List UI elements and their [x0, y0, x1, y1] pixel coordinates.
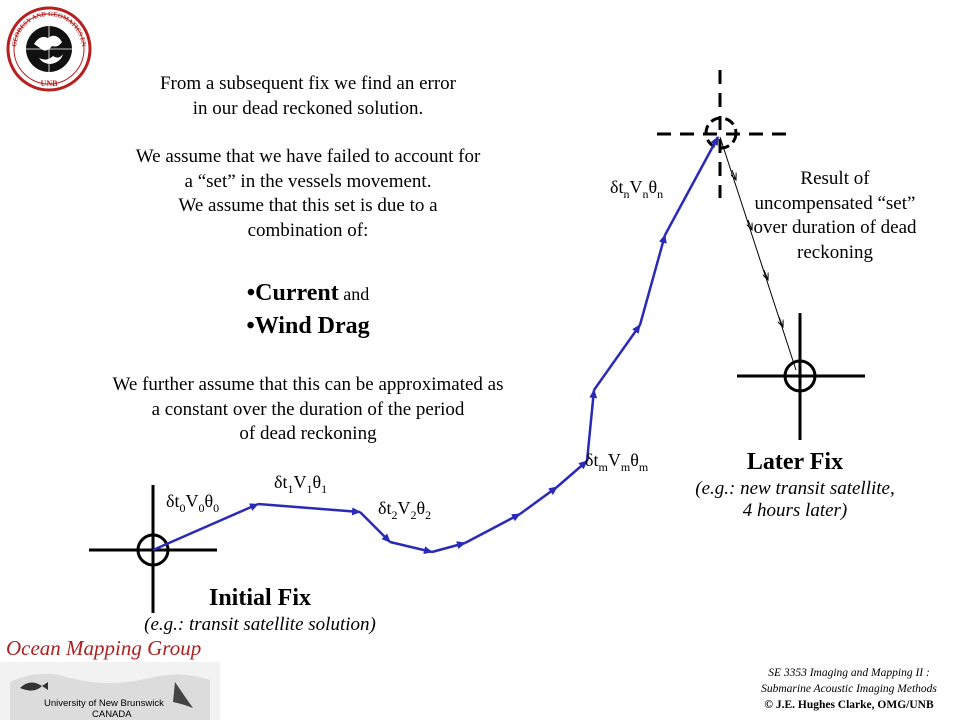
leg-label-0: δt0V0θ0: [166, 491, 219, 515]
track-leg-arrow: [464, 512, 521, 545]
set-line: [719, 136, 797, 371]
track-leg-arrow: [638, 234, 667, 326]
fish-icon: [20, 682, 48, 691]
later-fix-title: Later Fix: [746, 449, 844, 475]
seal-bottom-text: UNB: [41, 79, 59, 88]
intro-line-6: combination of:: [247, 219, 369, 241]
intro-line-5: We assume that this set is due to a: [178, 195, 438, 216]
later-fix-subtitle-1: (e.g.: new transit satellite,: [695, 478, 895, 499]
omg-graphic: [0, 662, 220, 720]
intro-paragraph: From a subsequent fix we find an error i…: [68, 72, 548, 243]
dead-reckoned-track: [152, 136, 720, 555]
assumption-paragraph: We further assume that this can be appro…: [48, 373, 568, 447]
assumption-line-3: of dead reckoning: [239, 423, 377, 444]
leg-label-m: δtmVmθm: [585, 450, 649, 474]
track-leg-arrow: [585, 389, 598, 462]
assumption-line-2: a constant over the duration of the peri…: [151, 398, 465, 420]
initial-fix-label: Initial Fix (e.g.: transit satellite sol…: [80, 585, 440, 636]
set-note: Result of uncompensated “set” over durat…: [735, 167, 935, 265]
leg-label-1: δt1V1θ1: [274, 472, 327, 496]
omg-country: CANADA: [92, 709, 132, 720]
track-leg-arrow: [152, 502, 259, 552]
bullet-and: and: [338, 284, 370, 304]
intro-line-2: in our dead reckoned solution.: [192, 97, 424, 119]
track-leg-arrow: [389, 540, 433, 555]
initial-fix-title: Initial Fix: [208, 585, 311, 611]
cause-bullets: •Current and •Wind Drag: [108, 277, 508, 342]
later-fix-subtitle-2: 4 hours later): [742, 500, 848, 521]
track-leg-arrow: [257, 502, 361, 516]
footer-line-2: Submarine Acoustic Imaging Methods: [761, 683, 937, 695]
set-note-line-3: over duration of dead: [753, 217, 917, 238]
intro-line-3: We assume that we have failed to account…: [135, 146, 481, 167]
set-tick: [764, 269, 768, 280]
bullet-current: •Current: [246, 280, 339, 306]
later-fix-crosshair: [737, 313, 865, 440]
dead-reckoned-position-marker: [657, 70, 787, 198]
set-note-line-2: uncompensated “set”: [754, 192, 916, 214]
intro-line-4: a “set” in the vessels movement.: [184, 170, 432, 192]
seabed-icon: [173, 682, 193, 708]
assumption-line-1: We further assume that this can be appro…: [112, 374, 504, 395]
intro-line-1: From a subsequent fix we find an error: [159, 73, 456, 94]
initial-fix-subtitle: (e.g.: transit satellite solution): [144, 614, 376, 635]
track-leg-arrow: [556, 460, 588, 488]
track-leg-arrow: [519, 485, 558, 516]
course-footer: SE 3353 Imaging and Mapping II : Submari…: [740, 665, 958, 713]
footer-line-1: SE 3353 Imaging and Mapping II :: [768, 667, 930, 679]
set-tick: [779, 316, 783, 327]
set-note-line-4: reckoning: [797, 241, 873, 263]
bullet-wind-drag: •Wind Drag: [246, 313, 370, 339]
omg-university: University of New Brunswick: [44, 698, 164, 709]
leg-label-n: δtnVnθn: [610, 177, 663, 201]
unb-seal-logo: GEODESY AND GEOMATICS ENGINEERING UNB: [3, 1, 92, 92]
omg-logo: Ocean Mapping Group University of New Br…: [0, 636, 220, 720]
later-fix-label: Later Fix (e.g.: new transit satellite, …: [665, 449, 925, 522]
omg-name: Ocean Mapping Group: [6, 636, 202, 660]
track-leg-arrow: [431, 541, 466, 554]
leg-label-2: δt2V2θ2: [378, 498, 431, 522]
track-leg-arrow: [359, 511, 391, 543]
track-leg-arrow: [592, 324, 642, 391]
footer-line-3: © J.E. Hughes Clarke, OMG/UNB: [764, 699, 934, 711]
set-tick: [732, 169, 736, 180]
track-leg-arrow: [663, 136, 720, 236]
set-note-line-1: Result of: [800, 168, 870, 189]
set-tick: [748, 219, 752, 230]
